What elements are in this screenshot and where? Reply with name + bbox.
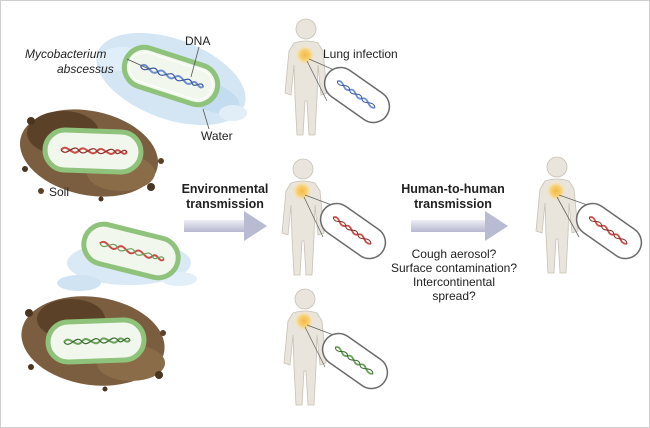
human-silhouette-icon [281, 158, 325, 276]
human-silhouette-icon [283, 288, 327, 406]
human-silhouette-icon [535, 156, 579, 274]
infection-spot-icon [294, 311, 314, 331]
lung-infection-label: Lung infection [323, 47, 398, 61]
infection-spot-icon [546, 181, 566, 201]
bacterium-icon [81, 221, 181, 281]
right-arrow-icon [184, 211, 267, 241]
question-cough-aerosol: Cough aerosol? [411, 247, 497, 261]
bacterium-icon [45, 317, 147, 365]
question-intercontinental: Intercontinental [412, 275, 496, 289]
dna-label: DNA [185, 34, 211, 48]
bacterium-icon [321, 332, 389, 390]
right-arrow-icon [411, 211, 508, 241]
human-transmission-line2: transmission [414, 197, 492, 211]
bacterium-icon [121, 44, 221, 108]
question-surface-contamination: Surface contamination? [390, 261, 518, 275]
bacterium-icon [323, 66, 391, 124]
label-leader-lines [126, 46, 210, 130]
species-name-line2: abscessus [57, 62, 114, 76]
water-label: Water [201, 129, 233, 143]
infection-spot-icon [292, 181, 312, 201]
bacterium-icon [319, 202, 387, 260]
infection-spot-icon [295, 45, 315, 65]
zoom-lines [303, 58, 594, 368]
question-spread: spread? [432, 289, 476, 303]
species-name-line1: Mycobacterium [25, 47, 107, 61]
soil-label: Soil [49, 185, 70, 199]
environmental-transmission-line2: transmission [186, 197, 264, 211]
human-silhouette-icon [284, 18, 328, 136]
bacterium-icon [42, 127, 144, 175]
bacterium-icon [575, 202, 643, 260]
human-transmission-line1: Human-to-human [401, 182, 505, 196]
environmental-transmission-line1: Environmental [181, 182, 269, 196]
